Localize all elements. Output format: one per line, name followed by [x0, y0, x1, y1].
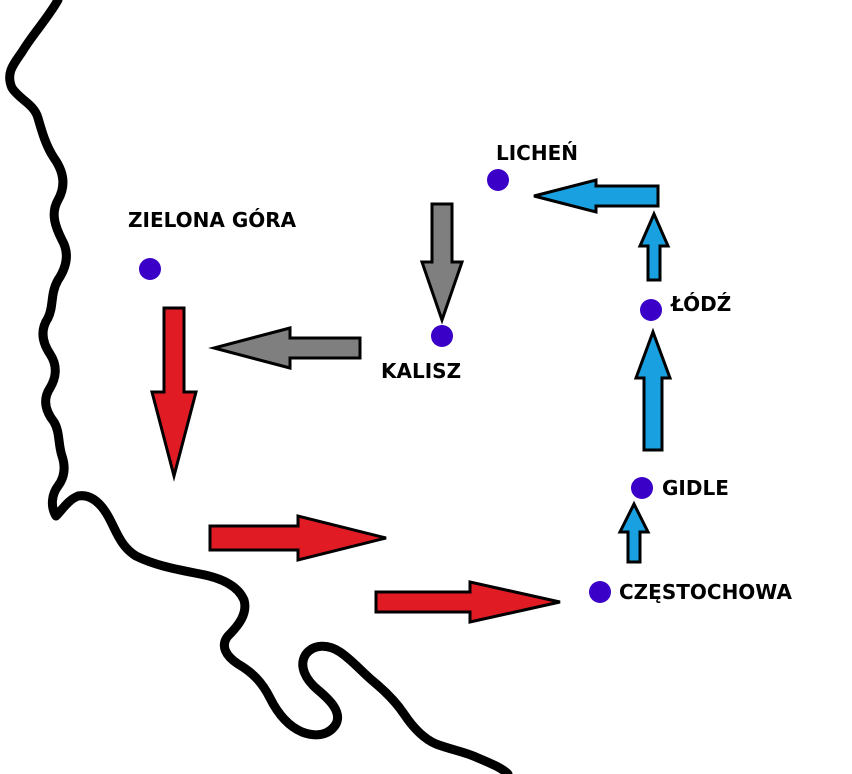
city-label-czestochowa: CZĘSTOCHOWA — [619, 580, 792, 604]
route-arrow-gray-south — [419, 202, 465, 325]
city-dot-lodz[interactable] — [640, 299, 662, 321]
route-arrow-red-south — [150, 306, 198, 482]
city-label-zielona-gora: ZIELONA GÓRA — [128, 208, 297, 232]
route-arrow-red-east-2 — [374, 580, 561, 624]
city-dot-kalisz[interactable] — [431, 325, 453, 347]
city-label-lodz: ŁÓDŹ — [671, 292, 732, 316]
city-label-lichen: LICHEŃ — [496, 141, 579, 165]
route-arrow-blue-west — [533, 178, 660, 214]
city-label-kalisz: KALISZ — [381, 359, 462, 383]
city-dot-gidle[interactable] — [631, 477, 653, 499]
route-arrows — [150, 178, 673, 624]
city-dot-czestochowa[interactable] — [589, 581, 611, 603]
country-border — [5, 0, 513, 774]
city-dot-lichen[interactable] — [487, 169, 509, 191]
route-arrow-gray-west — [208, 326, 362, 370]
route-arrow-red-east-1 — [208, 514, 387, 562]
route-arrow-blue-north-1 — [617, 500, 651, 564]
route-arrow-blue-north-2 — [633, 327, 673, 452]
city-dot-zielona-gora[interactable] — [139, 258, 161, 280]
city-label-gidle: GIDLE — [662, 476, 729, 500]
city-dots — [139, 169, 662, 603]
route-arrow-blue-north-3 — [637, 210, 671, 282]
